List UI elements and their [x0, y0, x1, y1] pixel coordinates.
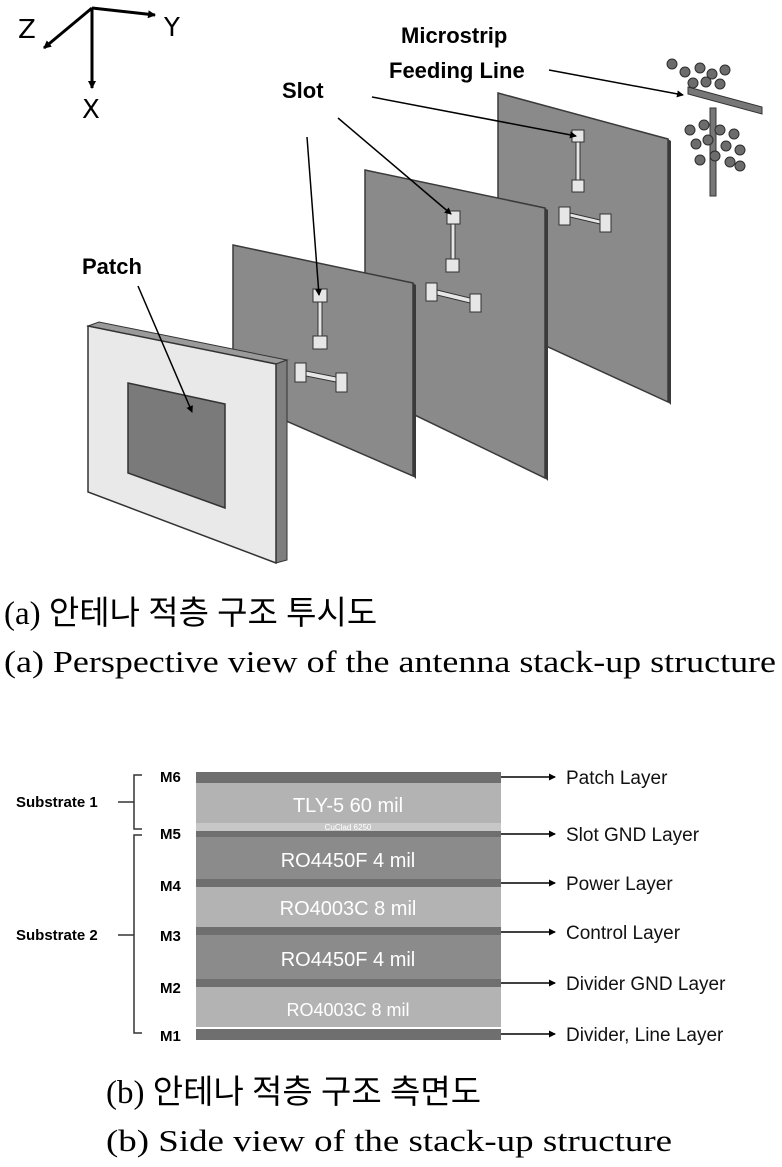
caption-a-korean: (a) 안테나 적층 구조 투시도 [4, 596, 377, 632]
feeding-line-horizontal [687, 86, 763, 115]
slot-pad [571, 179, 585, 193]
slot-pad [558, 206, 571, 226]
x-axis-label: X [82, 95, 100, 125]
metal-m1 [196, 1029, 501, 1040]
via-cluster [666, 58, 746, 172]
patch-substrate-block [86, 321, 289, 565]
divider-gnd-layer-label: Divider GND Layer [566, 974, 726, 995]
slot-gnd-layer-label: Slot GND Layer [566, 825, 700, 846]
slot-stem [575, 141, 581, 181]
substrate-cuclad-label: CuClad 6250 [325, 823, 372, 832]
side-view: TLY-5 60 mil CuClad 6250 RO4450F 4 mil R… [16, 768, 726, 1158]
slot-pointer-2 [337, 117, 452, 215]
microstrip-label-line2: Feeding Line [389, 58, 525, 83]
power-layer-label: Power Layer [566, 874, 673, 895]
substrate-2-bracket [133, 834, 142, 1034]
y-axis-arrow [91, 6, 156, 19]
slot-pad [312, 288, 328, 303]
m3-name: M3 [160, 928, 181, 945]
substrate-ro4450f-upper-label: RO4450F 4 mil [281, 850, 416, 872]
m1-name: M1 [160, 1028, 181, 1045]
slot-pad [599, 213, 612, 233]
coordinate-axes: Z Y X [18, 6, 180, 125]
metal-m6 [196, 772, 501, 783]
substrate-ro4003c-lower-label: RO4003C 8 mil [286, 1000, 409, 1020]
microstrip-label-line1: Microstrip [401, 23, 507, 48]
metal-m3 [196, 927, 501, 935]
substrate-cuclad [196, 823, 501, 831]
substrate-2-label: Substrate 2 [16, 927, 98, 944]
m2-name: M2 [160, 980, 181, 997]
slot-pad [335, 372, 348, 393]
microstrip-feeding-line [666, 58, 763, 197]
y-axis-label: Y [163, 13, 180, 43]
z-axis-label: Z [18, 15, 36, 45]
slot-pad [312, 335, 328, 350]
layer-labels: Patch Layer Slot GND Layer Power Layer C… [566, 768, 726, 1046]
slot-pad [425, 282, 438, 302]
substrate-1-label: Substrate 1 [16, 794, 98, 811]
metal-layers [196, 772, 501, 1040]
m5-name: M5 [160, 826, 181, 843]
patch-layer-label: Patch Layer [566, 768, 668, 789]
slot-stem [317, 301, 323, 337]
substrate-1-bracket [133, 774, 142, 830]
substrate-ro4003c-upper [196, 887, 501, 927]
metal-m4 [196, 879, 501, 887]
patch-element [127, 382, 226, 510]
patch-label: Patch [82, 254, 142, 279]
caption-b-korean: (b) 안테나 적층 구조 측면도 [106, 1075, 481, 1111]
caption-a-english: (a) Perspective view of the antenna stac… [4, 644, 776, 679]
slot-label: Slot [282, 78, 324, 103]
perspective-view: Z Y X [4, 6, 776, 679]
slot-stem [450, 223, 456, 260]
divider-line-layer-label: Divider, Line Layer [566, 1025, 724, 1046]
metal-m2 [196, 979, 501, 987]
slot-pad [469, 293, 482, 313]
slot-pointer-1 [306, 136, 323, 296]
control-layer-label: Control Layer [566, 923, 681, 944]
layer-arrows [501, 773, 556, 1038]
feeding-line-pointer [548, 69, 684, 98]
slot-pad [294, 362, 307, 383]
slot-pad [445, 258, 460, 273]
substrate-ro4450f-lower-label: RO4450F 4 mil [281, 949, 416, 971]
substrate-ro4003c-lower [196, 987, 501, 1027]
slot-pointer-3 [371, 96, 577, 139]
z-axis-arrow [43, 6, 93, 50]
m4-name: M4 [160, 878, 181, 895]
patch-pointer [137, 285, 193, 413]
substrate-ro4450f-lower [196, 935, 501, 979]
m6-name: M6 [160, 769, 181, 786]
layer-stack [196, 783, 501, 1027]
substrate-ro4003c-upper-label: RO4003C 8 mil [280, 898, 417, 920]
substrate-tly5-label: TLY-5 60 mil [293, 795, 403, 817]
substrate-ro4450f-upper [196, 837, 501, 879]
substrate-tly5 [196, 783, 501, 823]
metal-layer-names: M6 M5 M4 M3 M2 M1 [160, 769, 181, 1045]
metal-m5 [196, 831, 501, 837]
caption-b-english: (b) Side view of the stack-up structure [106, 1123, 672, 1158]
